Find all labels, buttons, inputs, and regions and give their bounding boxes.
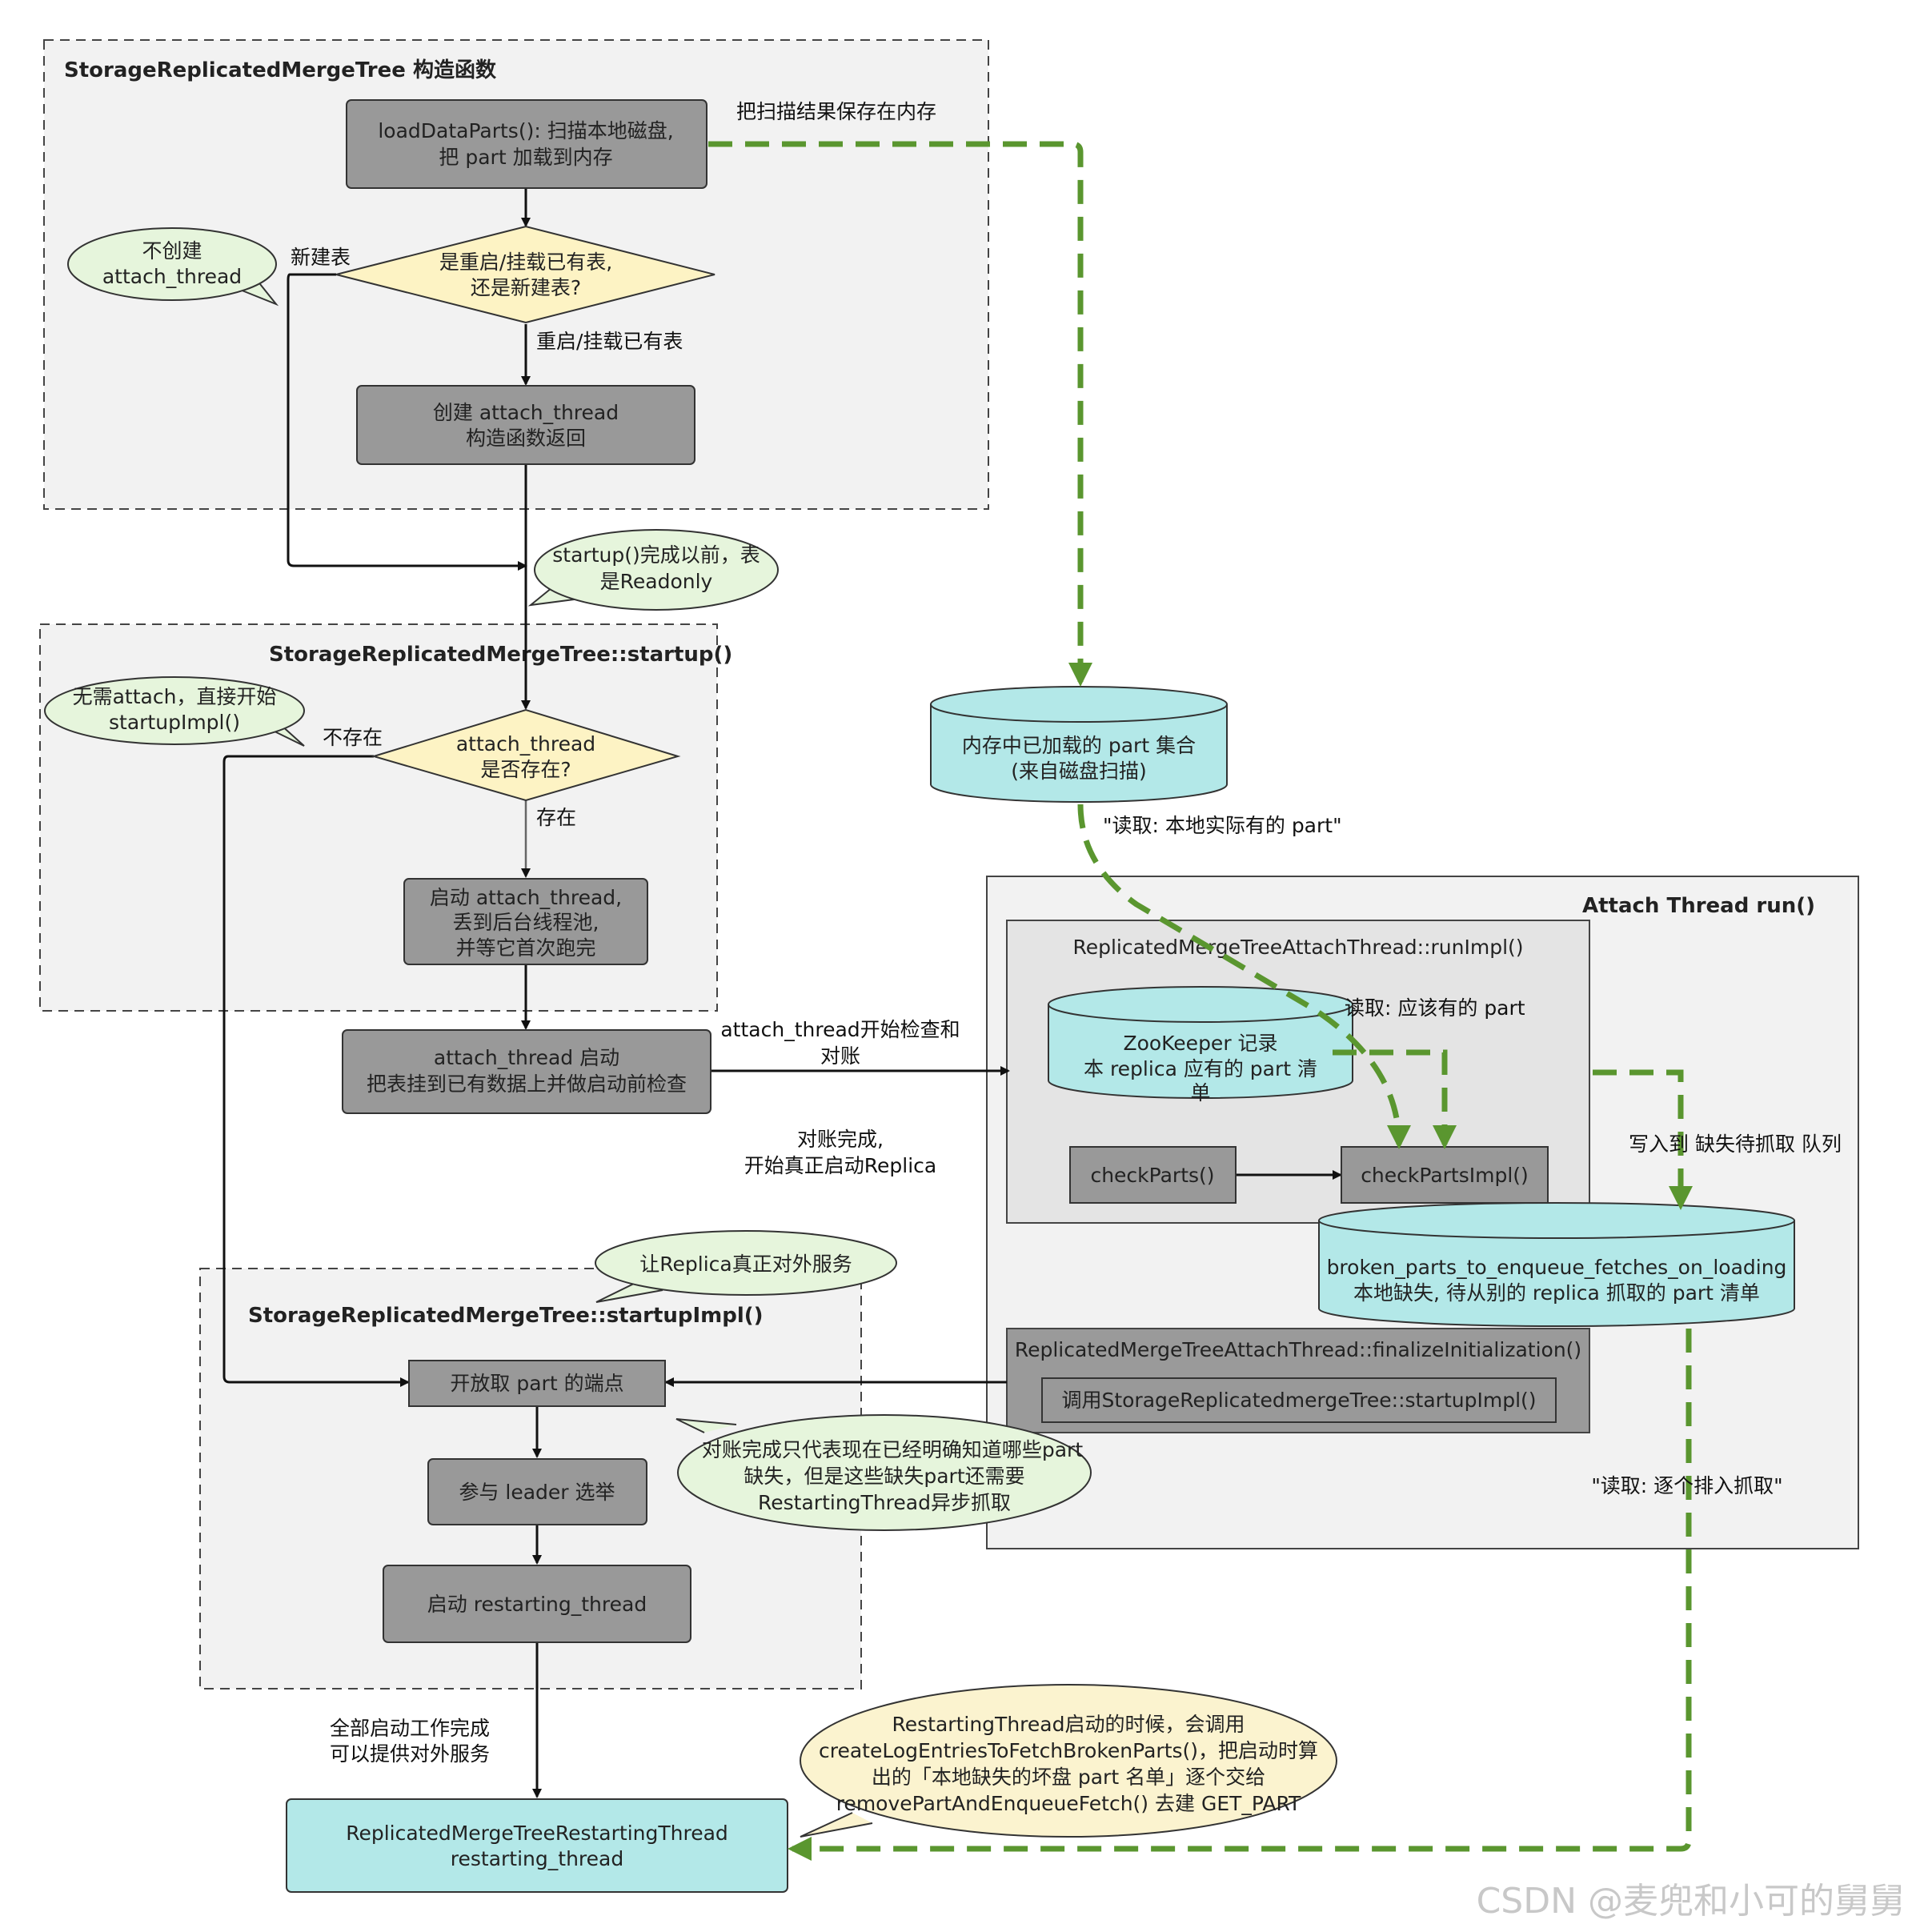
- decision-restart-or-new: 是重启/挂载已有表, 还是新建表?: [335, 225, 715, 324]
- svg-text:把表挂到已有数据上并做启动前检查: 把表挂到已有数据上并做启动前检查: [367, 1072, 687, 1096]
- process-restarting-thread: ReplicatedMergeTreeRestartingThread rest…: [286, 1798, 788, 1893]
- label-reconciled-1: 对账完成,: [797, 1128, 884, 1151]
- svg-text:内存中已加载的 part 集合: 内存中已加载的 part 集合: [962, 734, 1196, 757]
- svg-text:(来自磁盘扫描): (来自磁盘扫描): [1011, 760, 1147, 783]
- svg-text:是重启/挂载已有表,: 是重启/挂载已有表,: [439, 251, 612, 274]
- group-runimpl-title: ReplicatedMergeTreeAttachThread::runImpl…: [1072, 936, 1523, 959]
- svg-text:缺失，但是这些缺失part还需要: 缺失，但是这些缺失part还需要: [744, 1465, 1024, 1488]
- svg-text:attach_thread: attach_thread: [102, 265, 242, 288]
- label-all-done-1: 全部启动工作完成: [330, 1717, 490, 1740]
- svg-text:removePartAndEnqueueFetch() 去建: removePartAndEnqueueFetch() 去建 GET_PART: [836, 1792, 1301, 1815]
- svg-text:并等它首次跑完: 并等它首次跑完: [455, 936, 595, 960]
- datastore-broken-parts: broken_parts_to_enqueue_fetches_on_loadi…: [1318, 1202, 1795, 1327]
- group-constructor-title: StorageReplicatedMergeTree 构造函数: [64, 58, 497, 82]
- label-reconciled-2: 开始真正启动Replica: [744, 1154, 936, 1177]
- finalize-title: ReplicatedMergeTreeAttachThread::finaliz…: [1015, 1338, 1581, 1361]
- svg-text:RestartingThread异步抓取: RestartingThread异步抓取: [758, 1491, 1011, 1514]
- svg-text:本地缺失, 待从别的 replica 抓取的 part 清单: 本地缺失, 待从别的 replica 抓取的 part 清单: [1353, 1281, 1760, 1305]
- svg-text:单: 单: [1190, 1081, 1210, 1104]
- edge-labels: 把扫描结果保存在内存 新建表 重启/挂载已有表 不存在 存在 attach_th…: [291, 100, 1842, 1766]
- svg-text:是Readonly: 是Readonly: [600, 570, 713, 593]
- label-new-table: 新建表: [291, 246, 351, 269]
- process-check-parts: checkParts(): [1069, 1146, 1237, 1204]
- datastore-memory-parts: 内存中已加载的 part 集合 (来自磁盘扫描): [930, 686, 1228, 803]
- bubble-reconcile-note: 对账完成只代表现在已经明确知道哪些part 缺失，但是这些缺失part还需要 R…: [675, 1414, 1092, 1531]
- process-attach-thread-start: attach_thread 启动 把表挂到已有数据上并做启动前检查: [342, 1029, 711, 1114]
- svg-text:开放取 part 的端点: 开放取 part 的端点: [450, 1372, 623, 1395]
- svg-text:createLogEntriesToFetchBrokenP: createLogEntriesToFetchBrokenParts()，把启动…: [819, 1739, 1318, 1762]
- decision-attach-exists: attach_thread 是否存在?: [371, 708, 681, 802]
- process-open-endpoint: 开放取 part 的端点: [408, 1360, 666, 1407]
- label-read-local: "读取: 本地实际有的 part": [1103, 814, 1342, 837]
- svg-text:checkPartsImpl(): checkPartsImpl(): [1361, 1164, 1529, 1187]
- svg-text:broken_parts_to_enqueue_fetche: broken_parts_to_enqueue_fetches_on_loadi…: [1327, 1256, 1787, 1279]
- svg-text:loadDataParts(): 扫描本地磁盘,: loadDataParts(): 扫描本地磁盘,: [378, 119, 673, 142]
- dashed-flows: [708, 141, 1693, 1861]
- svg-text:启动 attach_thread,: 启动 attach_thread,: [430, 886, 622, 909]
- svg-text:对账完成只代表现在已经明确知道哪些part: 对账完成只代表现在已经明确知道哪些part: [702, 1438, 1083, 1461]
- flow-write-queue: [1593, 1069, 1693, 1210]
- svg-text:启动 restarting_thread: 启动 restarting_thread: [427, 1593, 647, 1616]
- svg-text:attach_thread 启动: attach_thread 启动: [434, 1046, 619, 1069]
- group-startup-title: StorageReplicatedMergeTree::startup(): [269, 643, 732, 667]
- datastore-zookeeper: ZooKeeper 记录 本 replica 应有的 part 清 单: [1048, 986, 1353, 1104]
- flow-read-should: [1333, 1049, 1457, 1149]
- svg-text:还是新建表?: 还是新建表?: [471, 276, 581, 299]
- flow-save-scan: [708, 141, 1092, 687]
- svg-text:无需attach，直接开始: 无需attach，直接开始: [73, 685, 277, 708]
- edge-notexist: [222, 755, 410, 1387]
- edge-newtable: [287, 273, 527, 571]
- svg-text:不创建: 不创建: [142, 239, 202, 263]
- svg-text:出的「本地缺失的坏盘 part 名单」逐个交给: 出的「本地缺失的坏盘 part 名单」逐个交给: [872, 1766, 1265, 1789]
- group-attach-run-title: Attach Thread run(): [1582, 894, 1815, 918]
- label-read-enqueue: "读取: 逐个排入抓取": [1591, 1474, 1782, 1497]
- process-call-startupimpl: 调用StorageReplicatedmergeTree::startupImp…: [1041, 1377, 1557, 1423]
- flow-read-local: [1077, 804, 1411, 1149]
- bubble-real-service: 让Replica真正对外服务: [595, 1230, 897, 1303]
- label-not-exist: 不存在: [323, 726, 383, 749]
- process-start-restarting-thread: 启动 restarting_thread: [383, 1565, 691, 1643]
- bubble-restarting-note: RestartingThread启动的时候，会调用 createLogEntri…: [800, 1684, 1337, 1838]
- label-write-queue: 写入到 缺失待抓取 队列: [1629, 1132, 1842, 1156]
- bubble-readonly: startup()完成以前，表 是Readonly: [527, 529, 779, 611]
- process-leader-election: 参与 leader 选举: [427, 1458, 647, 1525]
- svg-text:丢到后台线程池,: 丢到后台线程池,: [453, 911, 599, 934]
- watermark: CSDN @麦兜和小可的舅舅: [1477, 1881, 1905, 1922]
- svg-text:本 replica 应有的 part 清: 本 replica 应有的 part 清: [1084, 1057, 1317, 1080]
- group-startupimpl-title: StorageReplicatedMergeTree::startupImpl(…: [248, 1304, 764, 1328]
- label-restart: 重启/挂载已有表: [536, 330, 683, 353]
- svg-text:RestartingThread启动的时候，会调用: RestartingThread启动的时候，会调用: [892, 1713, 1245, 1736]
- label-attach-check-1: attach_thread开始检查和: [720, 1018, 960, 1041]
- edges: [222, 189, 1342, 1798]
- process-start-attach-thread: 启动 attach_thread, 丢到后台线程池, 并等它首次跑完: [403, 878, 648, 965]
- process-check-parts-impl: checkPartsImpl(): [1341, 1146, 1549, 1204]
- label-save-scan: 把扫描结果保存在内存: [736, 100, 936, 123]
- svg-text:checkParts(): checkParts(): [1090, 1164, 1214, 1187]
- svg-text:attach_thread: attach_thread: [456, 732, 595, 756]
- label-attach-check-2: 对账: [820, 1044, 860, 1068]
- svg-text:startupImpl(): startupImpl(): [109, 711, 240, 734]
- svg-text:参与 leader 选举: 参与 leader 选举: [459, 1481, 615, 1504]
- svg-text:startup()完成以前，表: startup()完成以前，表: [552, 543, 760, 567]
- svg-text:restarting_thread: restarting_thread: [451, 1847, 623, 1870]
- process-create-attach-thread: 创建 attach_thread 构造函数返回: [356, 385, 695, 465]
- flow-read-enqueue: [788, 1329, 1692, 1861]
- bubble-no-attach: 不创建 attach_thread: [67, 227, 279, 307]
- process-load-data-parts: loadDataParts(): 扫描本地磁盘, 把 part 加载到内存: [346, 99, 707, 189]
- svg-text:创建 attach_thread: 创建 attach_thread: [433, 401, 619, 424]
- svg-text:调用StorageReplicatedmergeTree::: 调用StorageReplicatedmergeTree::startupImp…: [1061, 1389, 1536, 1412]
- svg-text:把 part 加载到内存: 把 part 加载到内存: [439, 146, 612, 169]
- bubble-no-need-attach: 无需attach，直接开始 startupImpl(): [44, 676, 305, 747]
- svg-text:让Replica真正对外服务: 让Replica真正对外服务: [639, 1253, 852, 1276]
- label-all-done-2: 可以提供对外服务: [330, 1742, 490, 1766]
- svg-text:ReplicatedMergeTreeRestartingT: ReplicatedMergeTreeRestartingThread: [346, 1822, 728, 1845]
- svg-text:构造函数返回: 构造函数返回: [466, 427, 586, 450]
- label-read-should: 读取: 应该有的 part: [1345, 996, 1525, 1020]
- svg-text:是否存在?: 是否存在?: [480, 758, 571, 781]
- svg-text:ZooKeeper 记录: ZooKeeper 记录: [1123, 1032, 1277, 1055]
- label-exist: 存在: [536, 806, 576, 829]
